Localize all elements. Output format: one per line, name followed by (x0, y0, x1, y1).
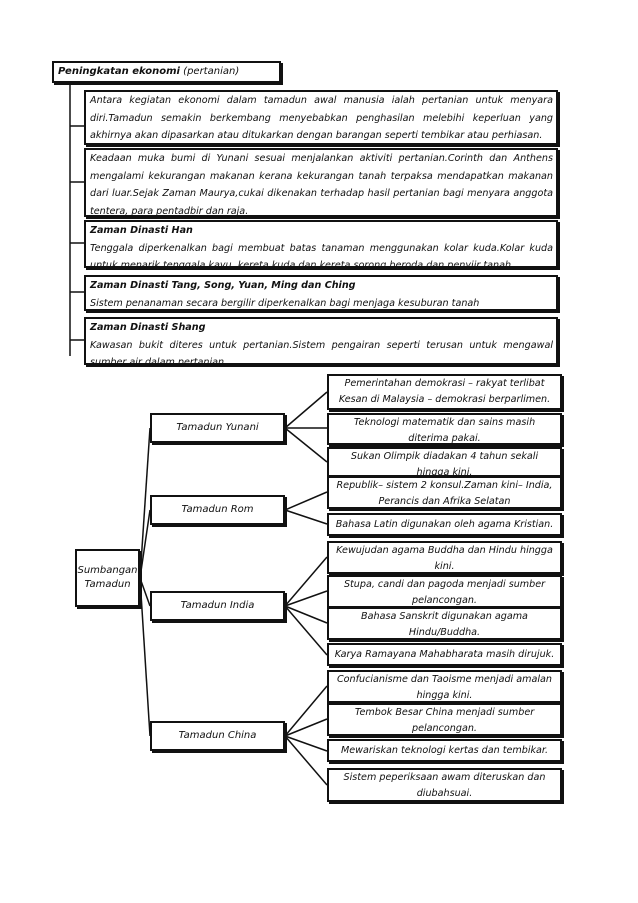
leaf-text: Confucianisme dan Taoisme menjadi amalan… (336, 674, 553, 701)
paragraph-heading: Zaman Dinasti Han (90, 225, 193, 236)
branch-india: Tamadun India (150, 591, 285, 621)
leaf-text: Karya Ramayana Mahabharata masih dirujuk… (334, 649, 555, 660)
leaf-text: Bahasa Latin digunakan oleh agama Kristi… (335, 519, 554, 530)
paragraph-heading: Zaman Dinasti Tang, Song, Yuan, Ming dan… (90, 280, 356, 291)
branch-rom: Tamadun Rom (150, 495, 285, 525)
leaf-yunani-1: Pemerintahan demokrasi – rakyat terlibat… (327, 374, 562, 410)
leaf-text: Sistem peperiksaan awam diteruskan dan d… (343, 772, 546, 799)
leaf-text: Teknologi matematik dan sains masih dite… (353, 417, 536, 444)
branch-label: Tamadun Rom (181, 504, 254, 515)
paragraph-heading: Zaman Dinasti Shang (90, 322, 206, 333)
leaf-text: Mewariskan teknologi kertas dan tembikar… (340, 745, 549, 756)
paragraph-box: Zaman Dinasti Han Tenggala diperkenalkan… (84, 220, 558, 268)
section-title: Peningkatan ekonomi (pertanian) (52, 61, 281, 83)
diagram-root: Sumbangan Tamadun (75, 549, 140, 607)
paragraph-text: Keadaan muka bumi di Yunani sesuai menja… (90, 153, 553, 217)
paragraph-box: Zaman Dinasti Tang, Song, Yuan, Ming dan… (84, 275, 558, 311)
leaf-china-4: Sistem peperiksaan awam diteruskan dan d… (327, 768, 562, 802)
leaf-text: Sukan Olimpik diadakan 4 tahun sekali hi… (350, 451, 539, 477)
paragraph-text: Sistem penanaman secara bergilir diperke… (90, 297, 480, 309)
leaf-india-3: Bahasa Sanskrit digunakan agama Hindu/Bu… (327, 607, 562, 640)
leaf-china-1: Confucianisme dan Taoisme menjadi amalan… (327, 670, 562, 703)
branch-china: Tamadun China (150, 721, 285, 751)
diagram-root-label: Sumbangan Tamadun (77, 565, 138, 590)
leaf-text: Tembok Besar China menjadi sumber pelanc… (354, 707, 535, 734)
leaf-rom-1: Republik– sistem 2 konsul.Zaman kini– In… (327, 476, 562, 509)
paragraph-box: Zaman Dinasti Shang Kawasan bukit ditere… (84, 317, 558, 365)
leaf-text: Republik– sistem 2 konsul.Zaman kini– In… (336, 480, 553, 507)
paragraph-text: Antara kegiatan ekonomi dalam tamadun aw… (90, 95, 553, 141)
branch-yunani: Tamadun Yunani (150, 413, 285, 443)
leaf-china-2: Tembok Besar China menjadi sumber pelanc… (327, 703, 562, 736)
leaf-yunani-2: Teknologi matematik dan sains masih dite… (327, 413, 562, 445)
leaf-india-1: Kewujudan agama Buddha dan Hindu hingga … (327, 541, 562, 574)
section-title-sub: (pertanian) (183, 66, 240, 77)
leaf-text: Kewujudan agama Buddha dan Hindu hingga … (336, 545, 553, 572)
paragraph-box: Antara kegiatan ekonomi dalam tamadun aw… (84, 90, 558, 145)
branch-label: Tamadun China (178, 730, 257, 741)
section-title-main: Peningkatan ekonomi (58, 66, 180, 77)
paragraph-text: Tenggala diperkenalkan bagi membuat bata… (90, 242, 553, 268)
paragraph-box: Keadaan muka bumi di Yunani sesuai menja… (84, 148, 558, 217)
leaf-rom-2: Bahasa Latin digunakan oleh agama Kristi… (327, 513, 562, 536)
branch-label: Tamadun India (180, 600, 255, 611)
leaf-text: Pemerintahan demokrasi – rakyat terlibat… (338, 378, 551, 405)
paragraph-text: Kawasan bukit diteres untuk pertanian.Si… (90, 339, 553, 365)
leaf-india-4: Karya Ramayana Mahabharata masih dirujuk… (327, 643, 562, 666)
leaf-text: Bahasa Sanskrit digunakan agama Hindu/Bu… (361, 611, 528, 638)
leaf-text: Stupa, candi dan pagoda menjadi sumber p… (343, 579, 546, 606)
leaf-china-3: Mewariskan teknologi kertas dan tembikar… (327, 739, 562, 762)
leaf-yunani-3: Sukan Olimpik diadakan 4 tahun sekali hi… (327, 447, 562, 477)
leaf-india-2: Stupa, candi dan pagoda menjadi sumber p… (327, 575, 562, 608)
branch-label: Tamadun Yunani (176, 422, 259, 433)
